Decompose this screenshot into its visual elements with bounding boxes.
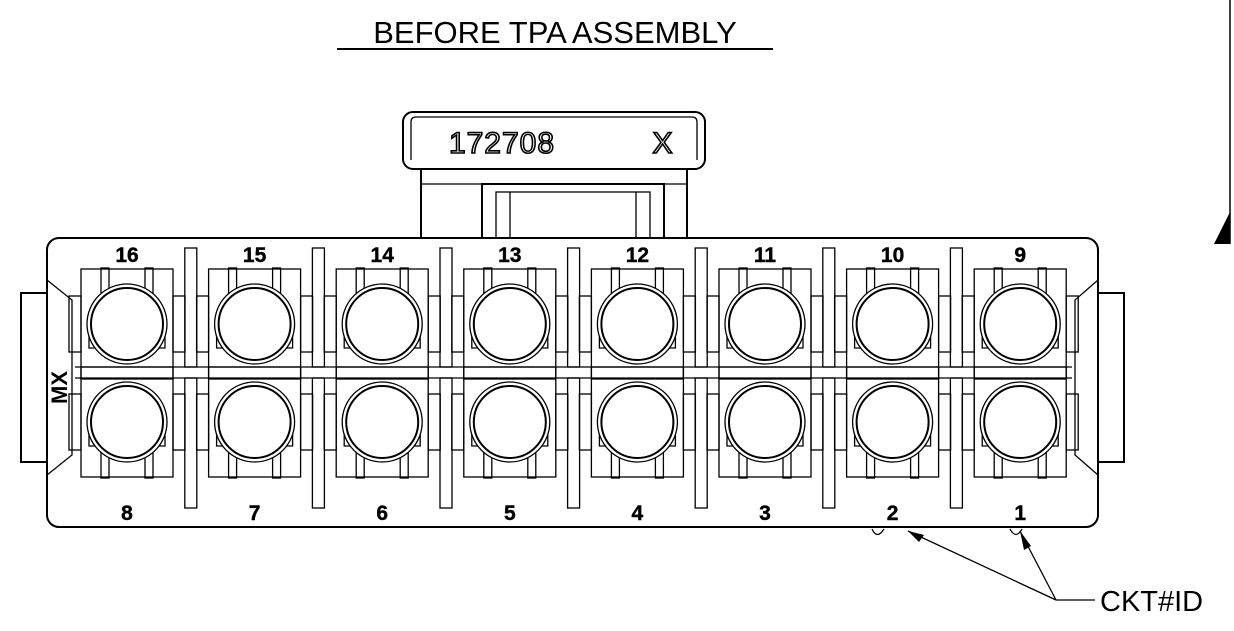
cavity-13 (451, 267, 569, 380)
pin-label-13: 13 (498, 244, 521, 267)
cavity-wall (694, 247, 708, 368)
cavity-wall (311, 377, 326, 509)
pin-label-6: 6 (376, 502, 388, 525)
cavity-wall (311, 247, 326, 368)
cavity-6 (323, 366, 441, 479)
left-side-ear: MX (20, 279, 73, 476)
pin-label-3: 3 (759, 502, 771, 525)
pin-label-15: 15 (243, 244, 267, 267)
cavity-10 (833, 267, 952, 380)
part-number: 172708 (449, 127, 555, 160)
cavity-8 (68, 366, 186, 479)
pin-label-16: 16 (115, 244, 138, 267)
cavity-wall (822, 247, 836, 368)
cavity-7 (195, 366, 314, 479)
cavity-wall (822, 377, 836, 509)
pin-label-9: 9 (1014, 244, 1026, 267)
callout-label: CKT#ID (1100, 586, 1203, 618)
cavity-2 (833, 366, 952, 479)
connector-body (46, 237, 1099, 528)
pin-label-12: 12 (626, 244, 649, 267)
cavity-wall (439, 247, 453, 368)
pin-label-10: 10 (881, 244, 904, 267)
cavity-wall (566, 377, 581, 509)
cavity-wall (949, 377, 964, 509)
cavity-3 (706, 366, 824, 479)
pin-label-7: 7 (249, 502, 261, 525)
pin-label-4: 4 (632, 502, 644, 525)
pin-label-11: 11 (754, 244, 777, 267)
ckt-id-callout: CKT#ID (871, 528, 1203, 618)
right-side-ear (1074, 279, 1125, 476)
cavity-9 (961, 267, 1079, 380)
pin-label-8: 8 (121, 502, 133, 525)
cavity-1 (961, 366, 1079, 479)
side-marking: MX (47, 371, 72, 404)
drawing-title: BEFORE TPA ASSEMBLY (373, 15, 737, 50)
cavity-4 (578, 366, 697, 479)
cavity-wall (184, 247, 198, 368)
tpa-latch: 172708 X (402, 111, 706, 239)
row-divider (75, 366, 1072, 379)
cavity-wall (184, 377, 198, 509)
cavity-wall (566, 247, 581, 368)
pin-label-1: 1 (1014, 502, 1026, 525)
pin-label-2: 2 (887, 502, 899, 525)
cavity-14 (323, 267, 441, 380)
right-edge-arrow (1214, 0, 1231, 244)
cavity-11 (706, 267, 824, 380)
revision-mark: X (652, 127, 673, 160)
cavity-15 (195, 267, 314, 380)
pin-label-5: 5 (504, 502, 516, 525)
cavity-wall (439, 377, 453, 509)
pin-label-14: 14 (371, 244, 395, 267)
cavity-grid: 16 15 14 13 12 11 10 9 8 7 6 5 4 3 2 1 (68, 244, 1079, 525)
cavity-5 (451, 366, 569, 479)
cavity-wall (949, 247, 964, 368)
cavity-12 (578, 267, 697, 380)
cavity-16 (68, 267, 186, 380)
cavity-wall (694, 377, 708, 509)
